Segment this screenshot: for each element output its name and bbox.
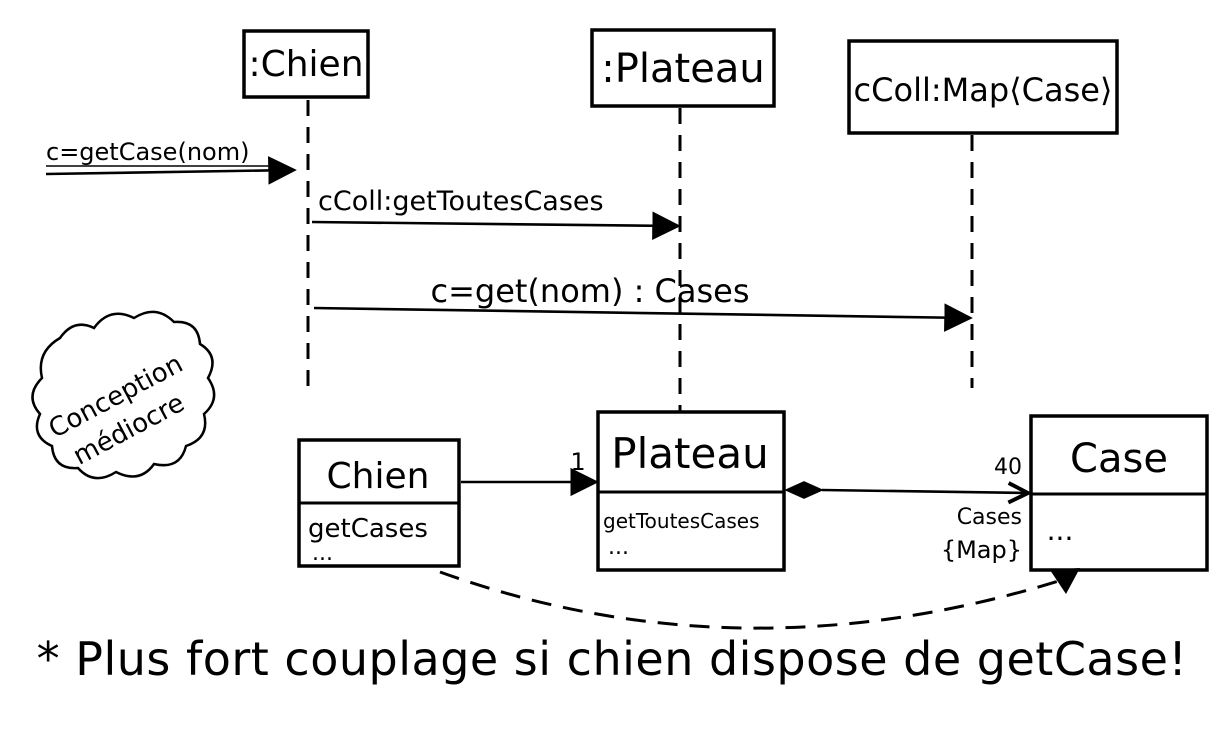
composition-constraint: {Map} [941, 536, 1022, 564]
composition-multiplicity: 40 [994, 455, 1022, 480]
composition-role: Cases [957, 505, 1022, 530]
composition-plateau-case: 40 Cases {Map} [784, 455, 1028, 564]
class-plateau: Plateau getToutesCases ... [596, 410, 786, 572]
association-chien-plateau-multiplicity: 1 [570, 448, 585, 476]
class-chien-op1: getCases [308, 514, 428, 544]
composition-diamond [784, 481, 824, 499]
participant-ccoll-map-label: cColl:Map⟨Case⟩ [854, 71, 1113, 109]
class-case-name: Case [1070, 436, 1168, 482]
message-gettoutescases-label: cColl:getToutesCases [318, 186, 604, 217]
class-chien-name: Chien [327, 456, 430, 497]
participant-chien-label: :Chien [248, 44, 363, 85]
message-get-nom: c=get(nom) : Cases [313, 272, 973, 332]
class-case: Case ... [1029, 414, 1209, 572]
class-plateau-name: Plateau [611, 429, 768, 478]
participant-plateau: :Plateau [590, 28, 776, 108]
dependency-chien-case [439, 568, 1080, 630]
cloud-note: Conception médiocre [31, 310, 216, 480]
message-gettoutescases-arrow [311, 211, 681, 241]
message-getcase-label: c=getCase(nom) [46, 138, 249, 166]
message-gettoutescases: cColl:getToutesCases [311, 186, 681, 241]
class-case-op1: ... [1047, 514, 1074, 547]
participant-plateau-label: :Plateau [601, 46, 764, 92]
class-plateau-op2: ... [608, 535, 629, 560]
dependency-arrowhead [1050, 568, 1080, 594]
class-chien: Chien getCases ... [297, 438, 461, 568]
class-plateau-op1: getToutesCases [603, 509, 760, 533]
message-getcase: c=getCase(nom) [45, 138, 297, 185]
association-chien-plateau: 1 [461, 448, 599, 497]
participant-chien: :Chien [242, 29, 370, 99]
footnote: * Plus fort couplage si chien dispose de… [36, 632, 1188, 686]
class-chien-op2: ... [312, 541, 333, 566]
message-get-nom-label: c=get(nom) : Cases [430, 272, 749, 310]
message-get-nom-arrow [313, 303, 973, 332]
message-getcase-arrow [45, 156, 297, 185]
participant-ccoll-map: cColl:Map⟨Case⟩ [847, 39, 1119, 135]
